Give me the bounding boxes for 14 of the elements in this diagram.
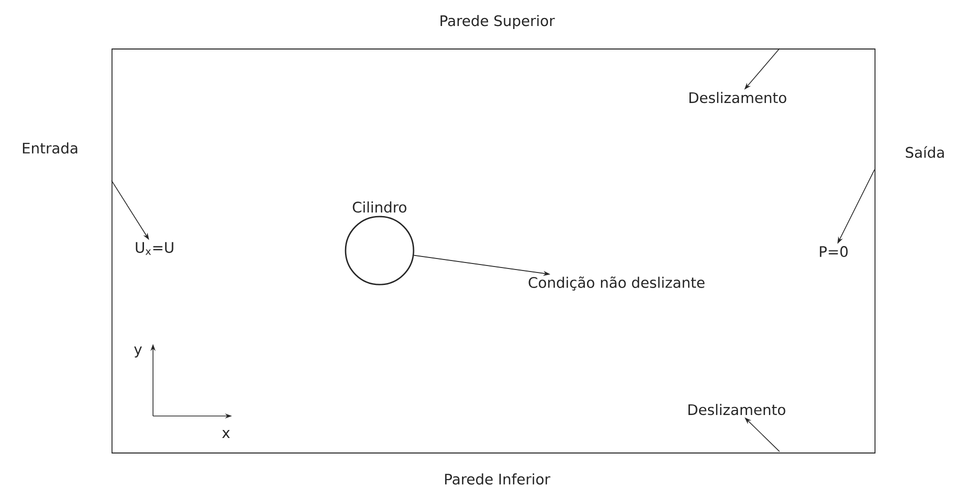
boundary-condition-label: U$_{x}$=U <box>136 242 174 255</box>
domain-rectangle <box>112 48 876 454</box>
node-label: Cilindro <box>352 201 406 213</box>
boundary-condition-label: Condição não deslizante <box>528 276 704 291</box>
boundary-label: Entrada <box>22 142 78 154</box>
boundary-label: Parede Superior <box>440 14 555 29</box>
cylinder: Cilindro <box>344 201 414 286</box>
axis-label: x <box>222 430 230 438</box>
boundary-label: Saída <box>906 146 944 158</box>
boundary-condition-label: P=0 <box>820 246 848 258</box>
axis-label: y <box>134 346 142 358</box>
boundary-condition-label: Deslizamento <box>688 404 786 416</box>
boundary-condition-label: Deslizamento <box>690 92 786 104</box>
boundary-label: Parede Inferior <box>445 473 550 485</box>
